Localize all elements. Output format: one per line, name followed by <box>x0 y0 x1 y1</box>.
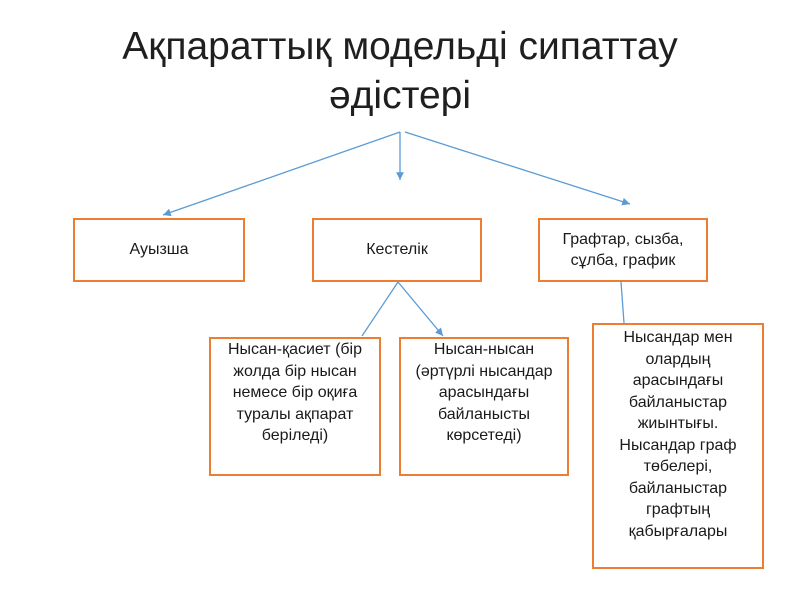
node-object-object: Нысан-нысан (әртүрлі нысандар арасындағы… <box>399 337 569 476</box>
line-graphs-to-definition <box>620 281 625 324</box>
node-oral: Ауызша <box>73 218 245 282</box>
slide-title: Ақпараттық модельді сипаттау әдістері <box>40 22 760 120</box>
arrow-table-to-object-object <box>397 281 444 337</box>
node-object-property-label: Нысан-қасиет (бір жолда бір нысан немесе… <box>227 341 363 444</box>
node-table-label: Кестелік <box>366 241 428 259</box>
node-graphs-label: Графтар, сызба, сұлба, график <box>562 230 684 270</box>
line-table-to-object-property <box>361 281 399 337</box>
node-graph-definition-label: Нысандар мен олардың арасындағы байланыс… <box>619 329 737 540</box>
node-object-object-label: Нысан-нысан (әртүрлі нысандар арасындағы… <box>415 341 553 444</box>
arrow-title-to-oral <box>162 131 401 217</box>
node-table: Кестелік <box>312 218 482 282</box>
node-graph-definition: Нысандар мен олардың арасындағы байланыс… <box>592 323 764 569</box>
title-line-1: Ақпараттық модельді сипаттау <box>122 25 678 68</box>
node-oral-label: Ауызша <box>129 241 189 259</box>
node-graphs: Графтар, сызба, сұлба, график <box>538 218 708 282</box>
arrow-title-to-graphs <box>404 131 631 206</box>
title-line-2: әдістері <box>328 74 472 117</box>
node-object-property: Нысан-қасиет (бір жолда бір нысан немесе… <box>209 337 381 476</box>
